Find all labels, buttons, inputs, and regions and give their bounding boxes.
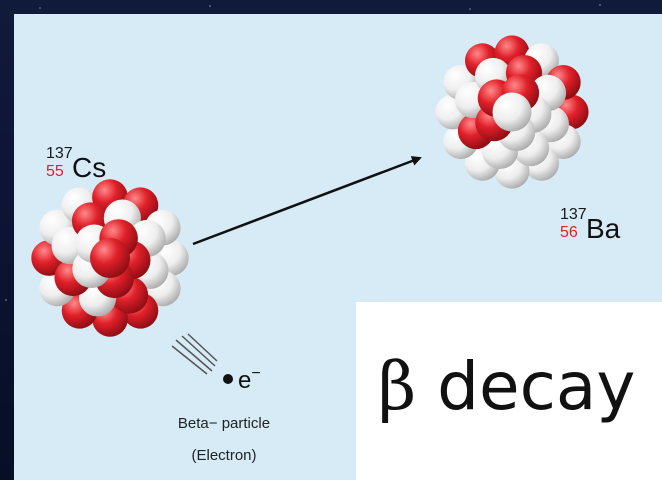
decay-word: decay: [437, 348, 636, 425]
decay-title: β decay: [378, 354, 635, 420]
electron-caption: (Electron): [191, 447, 256, 464]
proton-sphere: [90, 238, 130, 278]
barium-symbol: Ba: [586, 213, 621, 244]
beta-particle-caption: Beta− particle: [178, 415, 270, 432]
electron-label: e−: [238, 365, 261, 394]
barium-mass-number: 137: [560, 206, 587, 223]
cesium-atomic-number: 55: [46, 163, 64, 180]
electron-dot: [223, 374, 233, 384]
barium-atomic-number: 56: [560, 224, 578, 241]
decay-title-box: β decay: [356, 302, 662, 480]
neutron-sphere: [492, 92, 532, 132]
cesium-symbol: Cs: [72, 152, 106, 183]
beta-symbol: β: [378, 348, 417, 425]
electron-motion-lines: [171, 333, 218, 375]
cesium-mass-number: 137: [46, 145, 73, 162]
barium-label: 137 56 Ba: [560, 206, 621, 244]
cesium-label: 137 55 Cs: [46, 145, 106, 183]
decay-arrow: [192, 156, 422, 246]
barium-nucleus: [435, 35, 589, 189]
cesium-nucleus: [31, 179, 189, 337]
